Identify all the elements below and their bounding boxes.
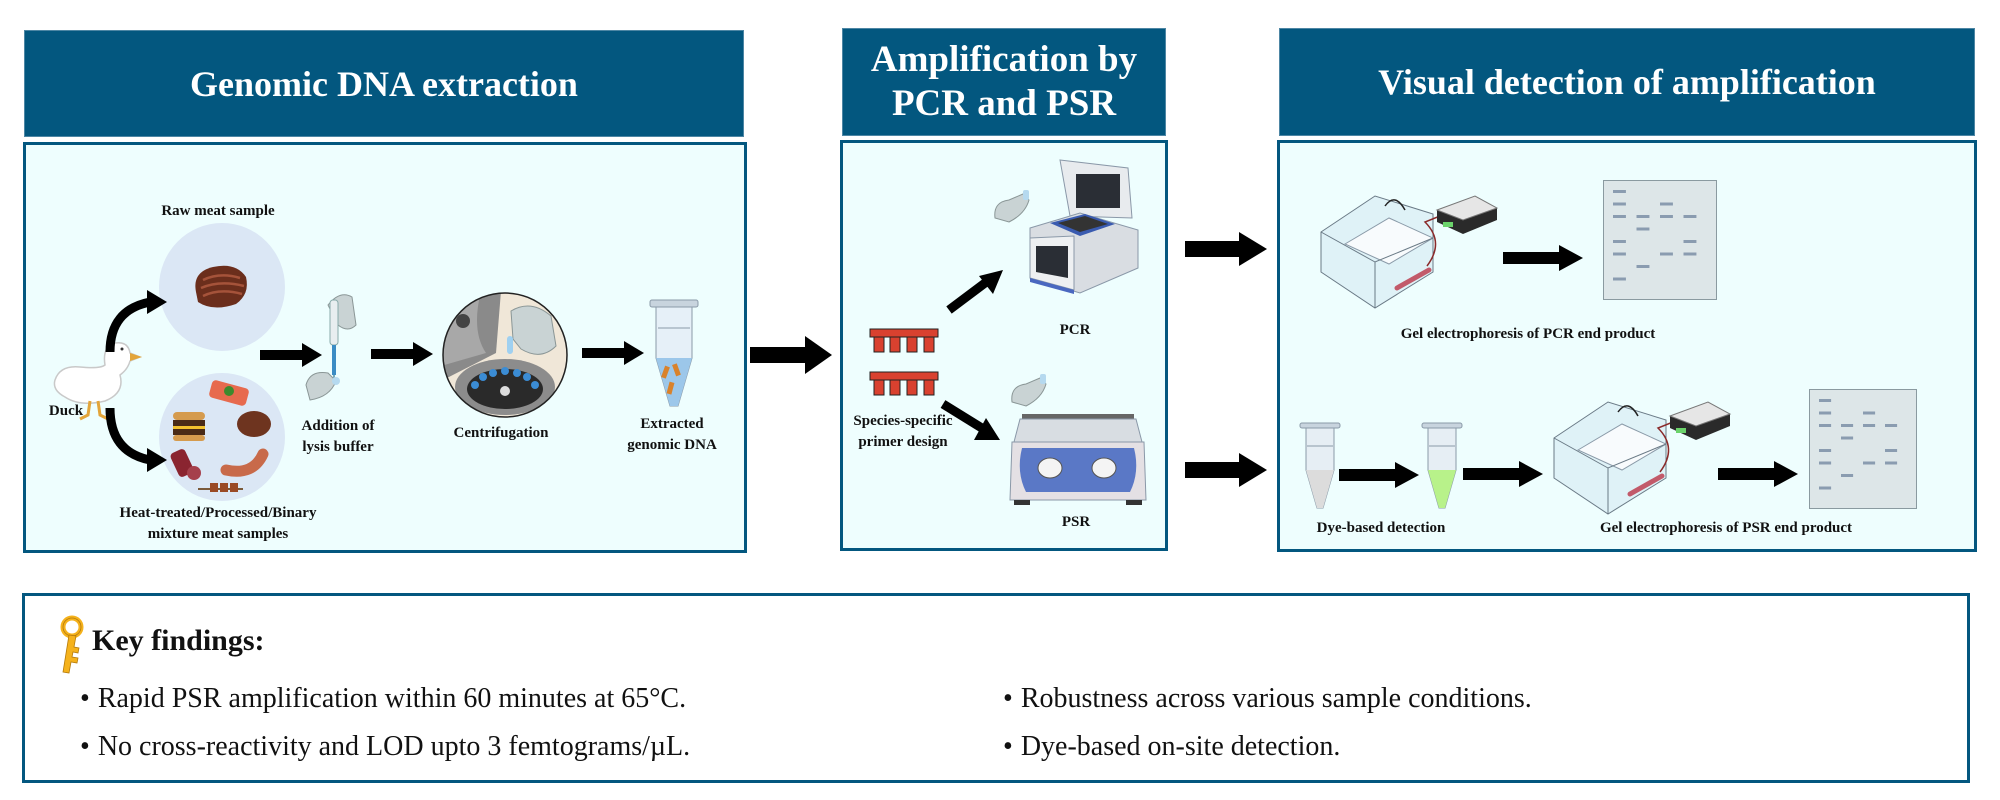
- panel-title-amplification-line2: PCR and PSR: [891, 83, 1117, 124]
- pcr-thermocycler-icon: [1029, 159, 1139, 294]
- skewer-icon: [198, 483, 243, 492]
- arrow-diagonal-down-icon: [940, 400, 1000, 440]
- big-arrow-right-icon: [750, 336, 832, 374]
- curved-arrow-down-head: [147, 448, 167, 472]
- burger-icon: [173, 412, 205, 441]
- panel-header-amplification: Amplification by PCR and PSR: [842, 28, 1166, 136]
- curved-arrow-up-icon: [105, 297, 152, 353]
- label-processed: Heat-treated/Processed/Binary mixture me…: [119, 505, 317, 542]
- gel-band: [1660, 215, 1673, 218]
- finding-item: •Rapid PSR amplification within 60 minut…: [80, 683, 687, 714]
- gel-band: [1841, 424, 1854, 427]
- gel-band: [1613, 215, 1626, 218]
- arrow-right-icon: [1718, 461, 1798, 487]
- gel-band: [1683, 215, 1697, 218]
- gel-band: [1863, 424, 1876, 427]
- tube-before-dye-icon: [1299, 422, 1341, 509]
- gel-electrophoresis-apparatus-icon: [1553, 401, 1732, 515]
- gel-band: [1885, 424, 1898, 427]
- arrow-right-icon: [260, 343, 322, 367]
- gloved-hand-icon: [1011, 374, 1047, 407]
- panel-header-extraction: Genomic DNA extraction: [24, 30, 744, 137]
- raw-meat-illustration: [159, 223, 285, 351]
- gel-band: [1819, 449, 1832, 452]
- primer-icon: [869, 328, 939, 353]
- panel-title-amplification-line1: Amplification by: [870, 39, 1138, 80]
- gel-band: [1636, 215, 1650, 218]
- sausage-icon: [220, 448, 269, 477]
- hotdog-icon: [209, 380, 249, 406]
- panel-title-extraction: Genomic DNA extraction: [190, 63, 578, 104]
- gel-band: [1863, 461, 1876, 465]
- label-gel-pcr: Gel electrophoresis of PCR end product: [1400, 326, 1656, 342]
- gel-band: [1613, 240, 1626, 243]
- big-arrow-right-icon: [1185, 232, 1267, 266]
- patty-icon: [237, 411, 271, 437]
- psr-heatblock-icon: [1009, 414, 1147, 505]
- finding-item: •Robustness across various sample condit…: [1003, 683, 1532, 714]
- gel-band: [1863, 411, 1876, 415]
- finding-item: •No cross-reactivity and LOD upto 3 femt…: [80, 731, 691, 762]
- key-findings-title: Key findings:: [92, 624, 265, 657]
- label-gel-psr: Gel electrophoresis of PSR end product: [1599, 520, 1853, 536]
- panel-title-detection: Visual detection of amplification: [1378, 62, 1876, 102]
- gel-band: [1636, 265, 1650, 268]
- gel-band: [1819, 411, 1832, 415]
- gel-band: [1660, 202, 1673, 206]
- primer-icon: [869, 371, 939, 396]
- gel-band: [1819, 461, 1832, 465]
- gel-band: [1819, 399, 1832, 402]
- gel-band: [1885, 449, 1898, 452]
- panel-header-detection: Visual detection of amplification: [1279, 28, 1975, 136]
- arrow-right-icon: [1463, 461, 1543, 487]
- gel-band: [1613, 252, 1626, 256]
- gel-band: [1683, 252, 1697, 256]
- gel-band: [1613, 277, 1626, 281]
- gel-band: [1841, 474, 1854, 477]
- curved-arrows: [105, 290, 167, 472]
- arrow-right-icon: [371, 342, 433, 366]
- arrow-right-icon: [1503, 245, 1583, 271]
- gel-image-pcr: [1603, 180, 1717, 300]
- salami-icon: [170, 449, 201, 480]
- gloved-hand-icon: [994, 190, 1030, 223]
- dna-tube-icon: [649, 299, 699, 407]
- gel-band: [1885, 461, 1898, 465]
- label-centrifugation: Centrifugation: [453, 425, 549, 441]
- label-dye: Dye-based detection: [1316, 520, 1446, 536]
- gel-band: [1841, 436, 1854, 440]
- gel-band: [1636, 227, 1650, 231]
- gel-band: [1683, 240, 1697, 243]
- gel-band: [1613, 202, 1626, 206]
- arrow-diagonal-up-icon: [946, 270, 1003, 314]
- gel-band: [1660, 252, 1673, 256]
- big-arrow-right-icon: [1185, 453, 1267, 487]
- label-extracted: Extracted genomic DNA: [627, 416, 717, 453]
- label-lysis: Addition of lysis buffer: [301, 418, 375, 455]
- gel-band: [1819, 424, 1832, 427]
- label-pcr: PCR: [1059, 322, 1091, 338]
- centrifuge-icon: [442, 292, 568, 418]
- key-icon: [60, 615, 84, 674]
- duck-icon: [53, 341, 143, 421]
- curved-arrow-up-head: [147, 290, 167, 314]
- tube-after-dye-icon: [1421, 422, 1463, 509]
- gel-image-psr: [1809, 389, 1917, 509]
- arrow-right-icon: [582, 341, 644, 365]
- arrow-right-icon: [1339, 462, 1419, 488]
- key-findings-box: [22, 593, 1970, 783]
- label-duck: Duck: [48, 403, 84, 419]
- processed-meat-illustration: [159, 373, 285, 501]
- gel-electrophoresis-apparatus-icon: [1320, 195, 1499, 309]
- gel-band: [1819, 486, 1832, 490]
- finding-item: •Dye-based on-site detection.: [1003, 731, 1341, 762]
- pipette-icon: [305, 294, 357, 401]
- curved-arrow-down-icon: [105, 407, 152, 465]
- label-raw-meat: Raw meat sample: [161, 203, 275, 219]
- gel-band: [1613, 190, 1626, 193]
- steak-icon: [195, 265, 247, 308]
- label-primer: Species-specific primer design: [853, 413, 953, 450]
- label-psr: PSR: [1061, 514, 1091, 530]
